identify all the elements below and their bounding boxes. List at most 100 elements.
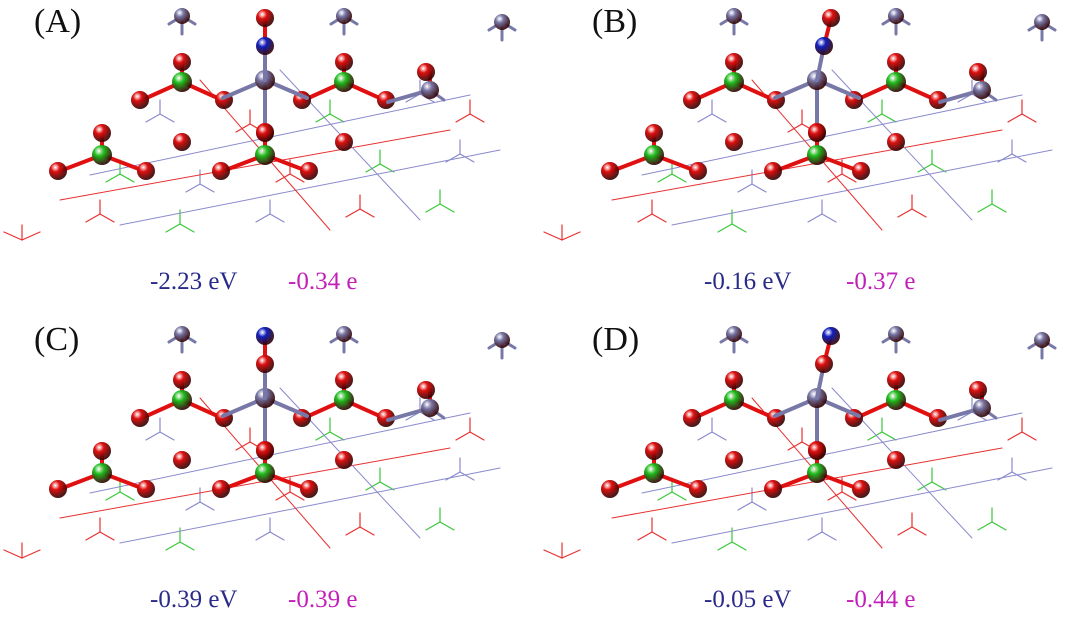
framework-bond xyxy=(21,231,41,241)
framework-bond xyxy=(159,113,175,123)
lattice-line xyxy=(611,129,1003,201)
oxygen-atom xyxy=(256,442,274,460)
structure-c xyxy=(3,326,517,559)
oxygen-atom xyxy=(808,124,826,142)
nitrogen-atom xyxy=(256,37,274,55)
framework-bond xyxy=(185,183,201,193)
framework-bond xyxy=(255,531,271,541)
framework-bond xyxy=(455,113,471,123)
framework-bond xyxy=(671,491,687,501)
framework-bond xyxy=(737,183,753,193)
adsorption-energy: -0.39 eV xyxy=(150,586,238,613)
framework-bond xyxy=(717,541,733,551)
phosphorus-atom xyxy=(644,145,664,165)
oxygen-atom xyxy=(929,91,947,109)
framework-bond xyxy=(145,113,161,123)
framework-bond xyxy=(455,431,471,441)
framework-bond xyxy=(345,208,361,218)
oxygen-atom xyxy=(929,409,947,427)
nitrogen-atom xyxy=(822,327,840,345)
metal-atom xyxy=(421,399,439,417)
framework-bond xyxy=(1007,431,1023,441)
framework-bond xyxy=(1011,153,1027,163)
phosphorus-atom xyxy=(886,390,906,410)
framework-bond xyxy=(379,163,395,173)
framework-bond xyxy=(105,491,121,501)
framework-bond xyxy=(379,481,395,491)
oxygen-atom xyxy=(335,371,353,389)
oxygen-atom xyxy=(683,91,701,109)
framework-bond xyxy=(911,526,927,536)
oxygen-atom xyxy=(300,480,318,498)
lattice-line xyxy=(89,412,471,494)
metal-atom xyxy=(888,326,904,342)
framework-bond xyxy=(651,213,667,223)
oxygen-atom xyxy=(764,162,782,180)
oxygen-atom xyxy=(335,133,353,151)
panel-c: (C) -0.39 eV -0.39 e xyxy=(0,318,540,636)
oxygen-atom xyxy=(969,381,987,399)
framework-bond xyxy=(439,203,455,213)
oxygen-atom xyxy=(377,91,395,109)
oxygen-atom xyxy=(601,162,619,180)
oxygen-atom xyxy=(815,355,833,373)
metal-atom xyxy=(1034,14,1050,30)
framework-bond xyxy=(897,208,913,218)
framework-bond xyxy=(185,501,201,511)
framework-bond xyxy=(329,113,345,123)
oxygen-atom xyxy=(300,162,318,180)
framework-bond xyxy=(917,481,933,491)
framework-bond xyxy=(235,123,251,133)
metal-atom xyxy=(174,8,190,24)
phosphorus-atom xyxy=(172,390,192,410)
framework-bond xyxy=(235,441,251,451)
framework-bond xyxy=(821,213,837,223)
oxygen-atom xyxy=(822,9,840,27)
framework-bond xyxy=(289,173,305,183)
metal-atom xyxy=(336,326,352,342)
framework-bond xyxy=(199,501,215,511)
metal-atom xyxy=(726,8,742,24)
framework-bond xyxy=(751,183,767,193)
framework-bond xyxy=(867,113,883,123)
phosphorus-atom xyxy=(92,145,112,165)
caption: -0.39 eV -0.39 e xyxy=(0,582,540,618)
metal-atom xyxy=(494,14,510,30)
oxygen-atom xyxy=(137,480,155,498)
framework-bond xyxy=(315,113,331,123)
oxygen-atom xyxy=(131,409,149,427)
charge-transfer: -0.37 e xyxy=(846,268,916,295)
framework-bond xyxy=(359,208,375,218)
framework-bond xyxy=(119,491,135,501)
framework-bond xyxy=(821,531,837,541)
panel-label: (C) xyxy=(34,321,80,358)
oxygen-atom xyxy=(887,133,905,151)
lattice-line xyxy=(119,149,501,226)
framework-bond xyxy=(787,123,803,133)
framework-bond xyxy=(807,213,823,223)
framework-bond xyxy=(731,541,747,551)
framework-bond xyxy=(897,526,913,536)
phosphorus-atom xyxy=(334,390,354,410)
metal-atom xyxy=(174,326,190,342)
framework-bond xyxy=(425,521,441,531)
phosphorus-atom xyxy=(807,145,827,165)
oxygen-atom xyxy=(887,451,905,469)
oxygen-atom xyxy=(887,53,905,71)
lattice-line xyxy=(59,129,451,201)
oxygen-atom xyxy=(256,124,274,142)
metal-atom xyxy=(973,81,991,99)
phosphorus-atom xyxy=(172,72,192,92)
framework-bond xyxy=(807,531,823,541)
framework-bond xyxy=(275,491,291,501)
framework-bond xyxy=(657,173,673,183)
framework-bond xyxy=(199,183,215,193)
oxygen-atom xyxy=(725,371,743,389)
framework-bond xyxy=(787,441,803,451)
oxygen-atom xyxy=(49,162,67,180)
framework-bond xyxy=(991,203,1007,213)
oxygen-atom xyxy=(725,133,743,151)
oxygen-atom xyxy=(969,63,987,81)
panel-label: (A) xyxy=(34,3,82,40)
